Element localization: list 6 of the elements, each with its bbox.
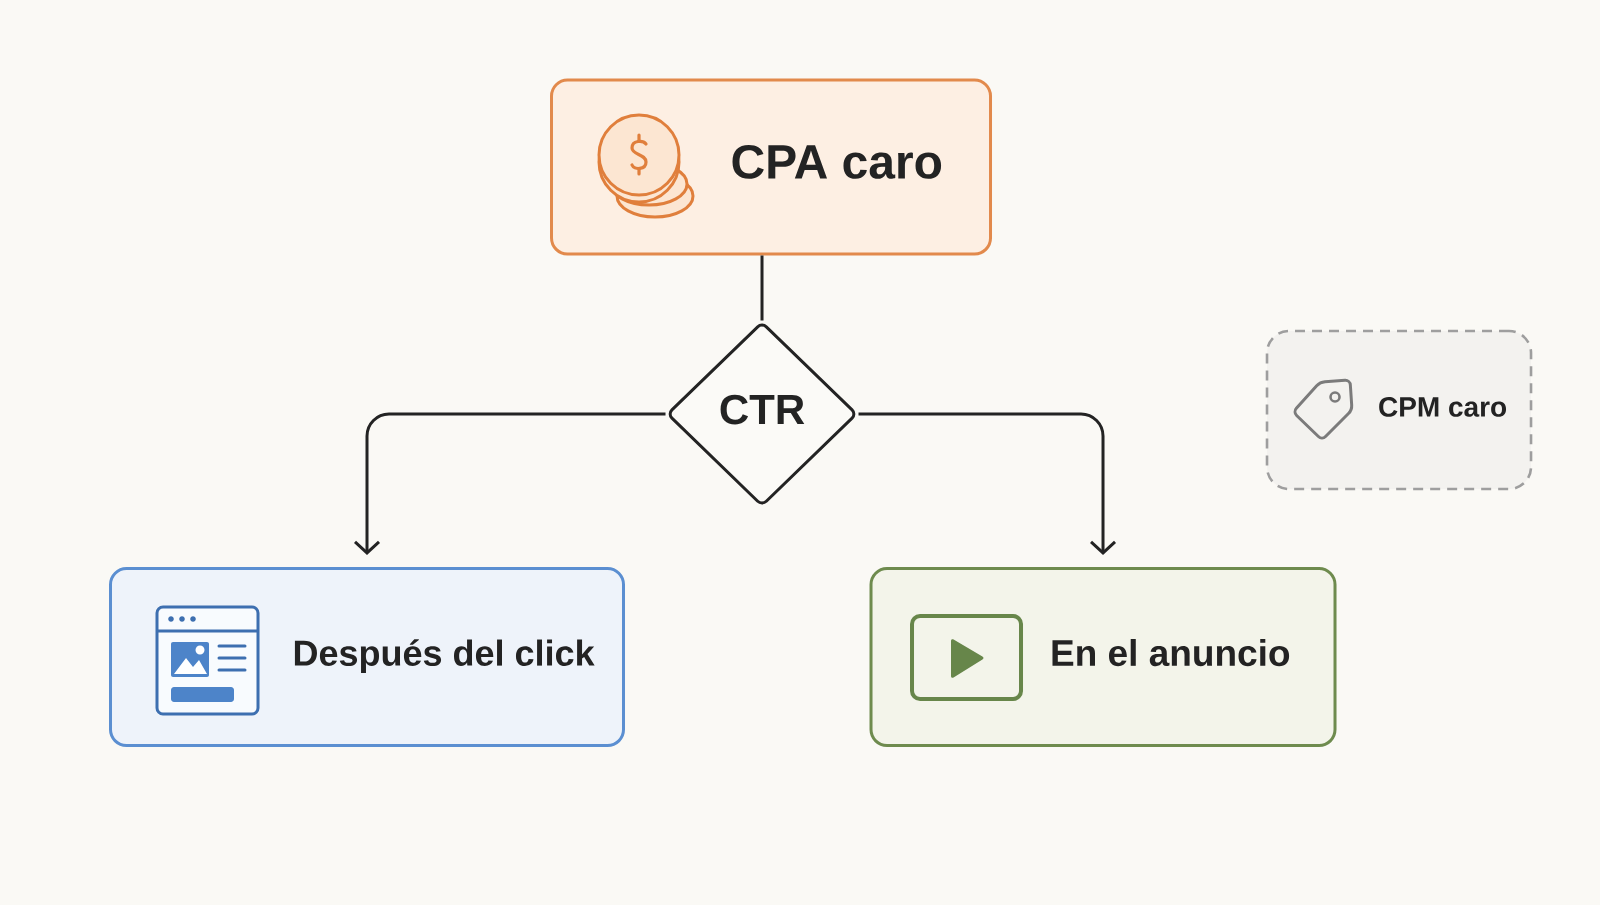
connector-line [760,255,764,321]
dashed-box: CPM caro [1265,329,1533,491]
process-box: En el anuncio [869,567,1337,747]
arrow [858,412,1117,555]
process-box: CPA caro [550,78,992,256]
arrow [354,412,666,555]
